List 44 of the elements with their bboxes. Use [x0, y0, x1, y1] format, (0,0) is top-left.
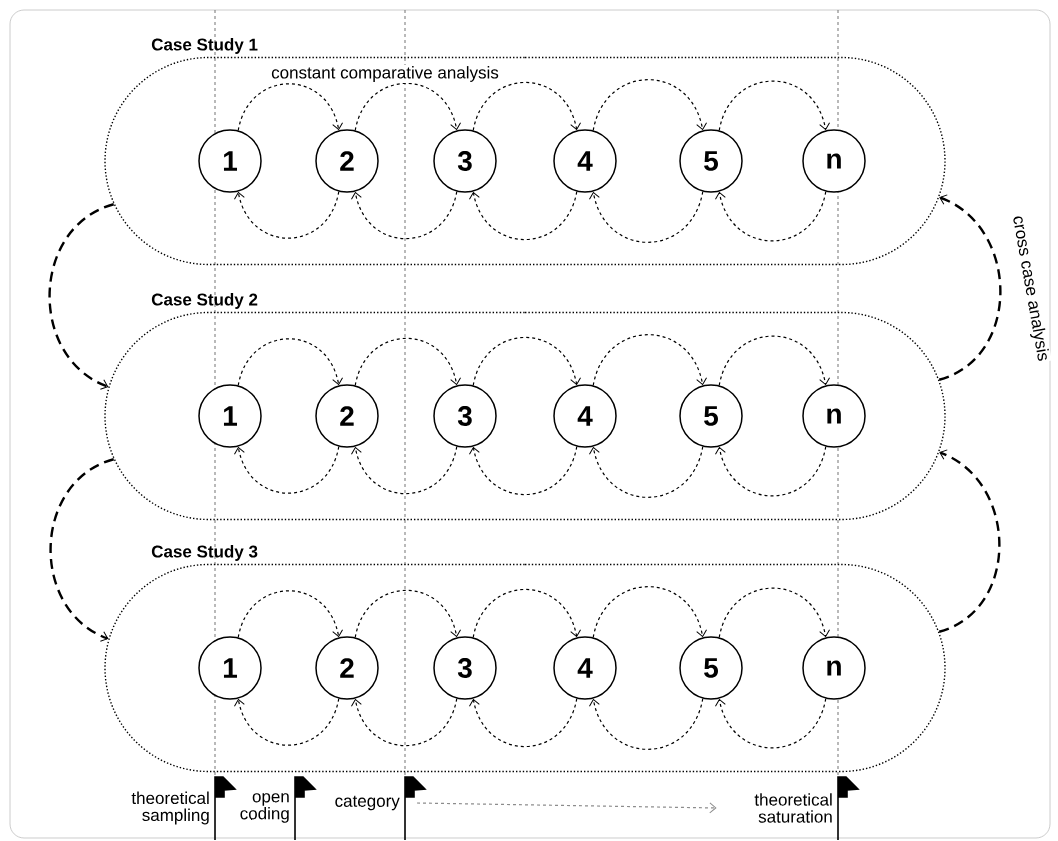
arrow [588, 191, 704, 243]
band-heading: Case Study 1 [151, 38, 258, 54]
arrow [938, 449, 1001, 633]
arrow [351, 191, 458, 240]
arrow [472, 336, 582, 386]
arrow [48, 203, 115, 390]
edge-label: cross case analysis [1008, 213, 1052, 364]
arrow [237, 590, 344, 638]
process-label: constant comparative analysis [270, 65, 500, 83]
arrow [237, 83, 344, 131]
arrow [472, 81, 582, 131]
arrow [351, 698, 458, 747]
flag-label: category [335, 795, 400, 811]
arrow [237, 338, 344, 386]
arrow [351, 446, 458, 495]
flag-label: theoretical sampling [131, 791, 209, 825]
flag-label: theoretical saturation [754, 793, 832, 823]
arrow [469, 191, 578, 241]
arrow [718, 335, 831, 386]
arrow [714, 446, 827, 497]
arrow [472, 588, 582, 638]
arrow [234, 446, 340, 494]
arrow [592, 334, 708, 386]
arrow [354, 82, 462, 131]
arrow [49, 458, 115, 642]
arrow [469, 446, 578, 496]
band-heading: Case Study 2 [151, 293, 258, 309]
arrow [718, 80, 831, 131]
arrow [714, 698, 827, 749]
arrow [354, 589, 462, 638]
arrow [354, 337, 462, 386]
flag-label: open coding [240, 793, 289, 823]
arrow [592, 586, 708, 638]
arrow [234, 698, 340, 746]
arrow [588, 698, 704, 750]
arrow [938, 194, 1002, 381]
arrow [592, 79, 708, 131]
arrow [718, 587, 831, 638]
arrow [416, 802, 717, 814]
arrow [714, 191, 827, 242]
band-heading: Case Study 3 [151, 545, 258, 561]
arrow [234, 191, 340, 239]
arrow [469, 698, 578, 748]
arrow [588, 446, 704, 498]
